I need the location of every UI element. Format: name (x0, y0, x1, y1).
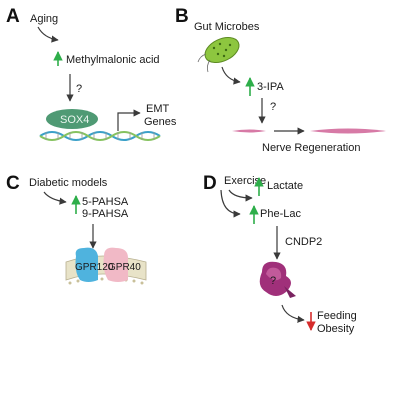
gut-microbes-label: Gut Microbes (194, 21, 260, 33)
panel-c: C Diabetic models 5-PAHSA 9-PAHSA GPR120… (6, 173, 147, 285)
aging-arrow (37, 26, 59, 43)
nerve-regeneration-label: Nerve Regeneration (262, 142, 360, 154)
gpr120-label: GPR120 (75, 262, 114, 273)
genes-label: Genes (144, 116, 177, 128)
dna-helix-icon (39, 131, 161, 141)
aging-label: Aging (30, 13, 58, 25)
diabetic-arrow (43, 191, 67, 205)
panel-b-letter: B (175, 6, 189, 27)
sox4-protein-icon (46, 109, 98, 129)
five-pahsa-label: 5-PAHSA (82, 196, 129, 208)
panel-d-letter: D (203, 173, 217, 194)
nerve-long-icon (310, 128, 386, 134)
microbe-arrow (221, 66, 241, 85)
gpr120-receptor-icon (75, 247, 98, 282)
lactate-label: Lactate (267, 180, 303, 192)
microbe-icon (197, 36, 240, 73)
obesity-label: Obesity (317, 323, 355, 335)
cndp2-to-feeding-arrow (281, 304, 305, 323)
diabetic-models-label: Diabetic models (29, 177, 108, 189)
emt-label: EMT (146, 103, 170, 115)
three-ipa-label: 3-IPA (257, 81, 284, 93)
gpr40-label: GPR40 (108, 262, 141, 273)
question-mark-a: ? (76, 83, 82, 95)
question-mark-d: ? (270, 275, 276, 287)
question-mark-b: ? (270, 101, 276, 113)
nine-pahsa-label: 9-PAHSA (82, 208, 129, 220)
gpr40-receptor-icon (103, 247, 128, 282)
panel-a-letter: A (6, 6, 20, 27)
exercise-label: Exercise (224, 175, 266, 187)
feeding-label: Feeding (317, 310, 357, 322)
nerve-short-icon (232, 129, 266, 133)
phe-lac-label: Phe-Lac (260, 208, 301, 220)
panel-d: D Exercise Lactate Phe-Lac CNDP2 ? Feedi… (203, 173, 357, 335)
cndp2-label: CNDP2 (285, 236, 322, 248)
cndp2-protein-icon (259, 261, 296, 298)
panel-b: B Gut Microbes 3-IPA ? Nerve Regeneratio… (175, 6, 386, 154)
emt-arrow (117, 109, 141, 131)
exercise-arrow-lactate (228, 189, 253, 202)
panel-a: A Aging Methylmalonic acid ? SOX4 EMT Ge… (6, 6, 177, 141)
panel-c-letter: C (6, 173, 20, 194)
methylmalonic-acid-label: Methylmalonic acid (66, 54, 160, 66)
sox4-label: SOX4 (60, 114, 89, 126)
exercise-arrow-phelac (220, 189, 241, 218)
